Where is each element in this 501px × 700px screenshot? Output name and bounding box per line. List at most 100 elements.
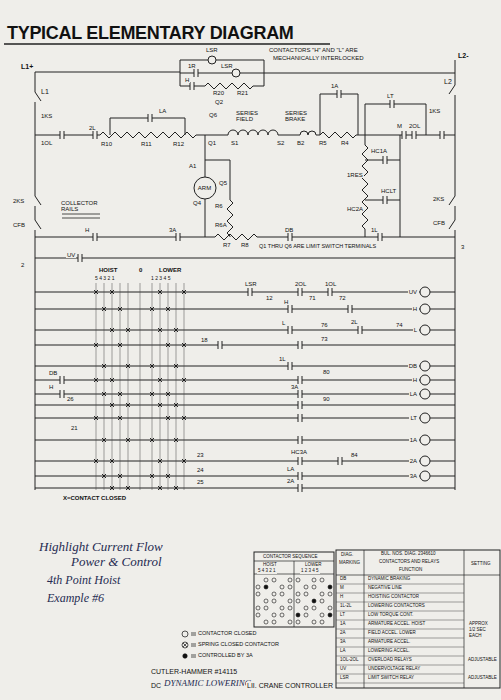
sequence-mark xyxy=(296,620,300,624)
closed-mark xyxy=(174,328,178,332)
sequence-mark xyxy=(296,578,300,582)
sequence-mark xyxy=(288,585,292,589)
row-rule xyxy=(336,620,464,621)
terminal-label: R6 xyxy=(214,203,224,209)
drum-column xyxy=(120,283,121,490)
terminal-label: HC2A xyxy=(346,206,364,212)
node-text: 3A xyxy=(409,473,419,479)
contact-symbols xyxy=(60,69,444,492)
terminal-label: 1A xyxy=(330,83,339,89)
relay-coil: 2A xyxy=(409,455,431,467)
terminal-label: 3A xyxy=(290,384,299,390)
table-cell: 1L-2L xyxy=(339,604,353,609)
closed-mark xyxy=(118,392,122,396)
sequence-mark xyxy=(288,578,292,582)
drum-column xyxy=(152,283,153,490)
terminal-label: 3 xyxy=(460,244,465,250)
contact xyxy=(60,390,64,398)
terminal-label: 18 xyxy=(200,337,209,343)
closed-mark xyxy=(110,378,114,382)
terminal-label: R10 xyxy=(100,141,113,147)
terminal-label: 2L xyxy=(350,319,359,325)
legend-symbol xyxy=(181,652,198,660)
rung-wire xyxy=(35,418,455,419)
sequence-mark xyxy=(256,592,260,596)
row-rule xyxy=(336,638,464,639)
terminal-label: 12 xyxy=(265,295,274,301)
legend-symbol xyxy=(181,641,198,649)
terminal-label: HCLT xyxy=(380,188,397,194)
terminal-label: LSR xyxy=(220,63,234,69)
terminal-label: R5 xyxy=(318,140,328,146)
terminal-label: Q6 xyxy=(208,112,218,118)
contact xyxy=(298,457,302,465)
terminal-label: LSR xyxy=(244,281,258,287)
closed-mark xyxy=(102,392,106,396)
terminal-label: R6A xyxy=(214,222,228,228)
coil-symbol xyxy=(419,286,431,298)
closed-mark xyxy=(94,416,98,420)
node-text: L xyxy=(413,327,419,333)
terminal-label: 2L xyxy=(88,125,97,131)
contact xyxy=(298,436,302,444)
row-rule xyxy=(336,584,464,585)
contact xyxy=(298,390,302,398)
terminal-label: 74 xyxy=(395,322,404,328)
coil-symbol xyxy=(419,412,431,424)
table-cell: 2A xyxy=(339,631,347,636)
sequence-mark xyxy=(312,606,316,610)
table-cell: UNDERVOLTAGE RELAY xyxy=(367,667,421,672)
ladder-rungs xyxy=(35,292,455,488)
closed-mark xyxy=(126,403,130,407)
table-cell: NEGATIVE LINE xyxy=(367,586,403,591)
table-cell: CONTACTORS AND RELAYS xyxy=(378,560,440,565)
terminal-label: 5 4 3 2 1 xyxy=(94,276,115,281)
contact xyxy=(338,457,342,465)
closed-mark xyxy=(118,343,122,347)
table-cell: ARMATURE ACCEL. HOIST xyxy=(367,622,426,627)
contact xyxy=(298,288,302,296)
drum-column xyxy=(96,283,97,490)
terminal-label: L2- xyxy=(457,52,470,59)
drum-column xyxy=(128,283,129,490)
terminal-label: 2A xyxy=(286,478,295,484)
terminal-label: LA xyxy=(286,466,295,472)
sequence-mark xyxy=(304,613,308,617)
sequence-mark xyxy=(312,585,316,589)
table-cell: LA xyxy=(339,649,347,654)
sequence-mark xyxy=(320,613,324,617)
lsr-circuit xyxy=(35,60,455,89)
table-cell: 1OL-2OL xyxy=(339,658,360,663)
legend-text: CONTACTOR CLOSED xyxy=(198,631,256,637)
terminal-label: 2OL xyxy=(294,281,307,287)
terminal-label: 1L xyxy=(278,356,287,362)
terminal-label: S2 xyxy=(276,140,285,146)
closed-mark xyxy=(182,290,186,294)
terminal-label: 71 xyxy=(308,295,317,301)
table-cell: 3A xyxy=(339,640,347,645)
terminal-label: X=CONTACT CLOSED xyxy=(62,495,127,501)
table-cell: ADJUSTABLE xyxy=(467,676,498,681)
closed-mark xyxy=(182,459,186,463)
terminal-label: 2KS xyxy=(432,196,445,202)
closed-mark xyxy=(174,403,178,407)
drum-column xyxy=(112,283,113,490)
terminal-label: SERIES FIELD xyxy=(235,110,267,122)
function-table xyxy=(336,550,500,688)
table-cell: DB xyxy=(339,577,347,582)
coil-symbol xyxy=(419,324,431,336)
terminal-label: 21 xyxy=(70,425,79,431)
terminal-label: LA xyxy=(158,108,167,114)
row-rule xyxy=(336,665,464,666)
closed-mark xyxy=(182,416,186,420)
terminal-label: L1 xyxy=(40,88,50,95)
armature-circle: ARM xyxy=(193,176,217,200)
sequence-mark xyxy=(296,613,300,617)
legend-symbol xyxy=(181,630,198,638)
coil-symbol xyxy=(419,360,431,372)
terminal-label: MECHANICALLY INTERLOCKED xyxy=(272,55,364,61)
table-cell: LOW TORQUE CONT. xyxy=(367,613,414,618)
table-cell: 1 2 3 4 5 xyxy=(300,569,320,574)
contact xyxy=(378,233,382,241)
closed-mark xyxy=(102,474,106,478)
